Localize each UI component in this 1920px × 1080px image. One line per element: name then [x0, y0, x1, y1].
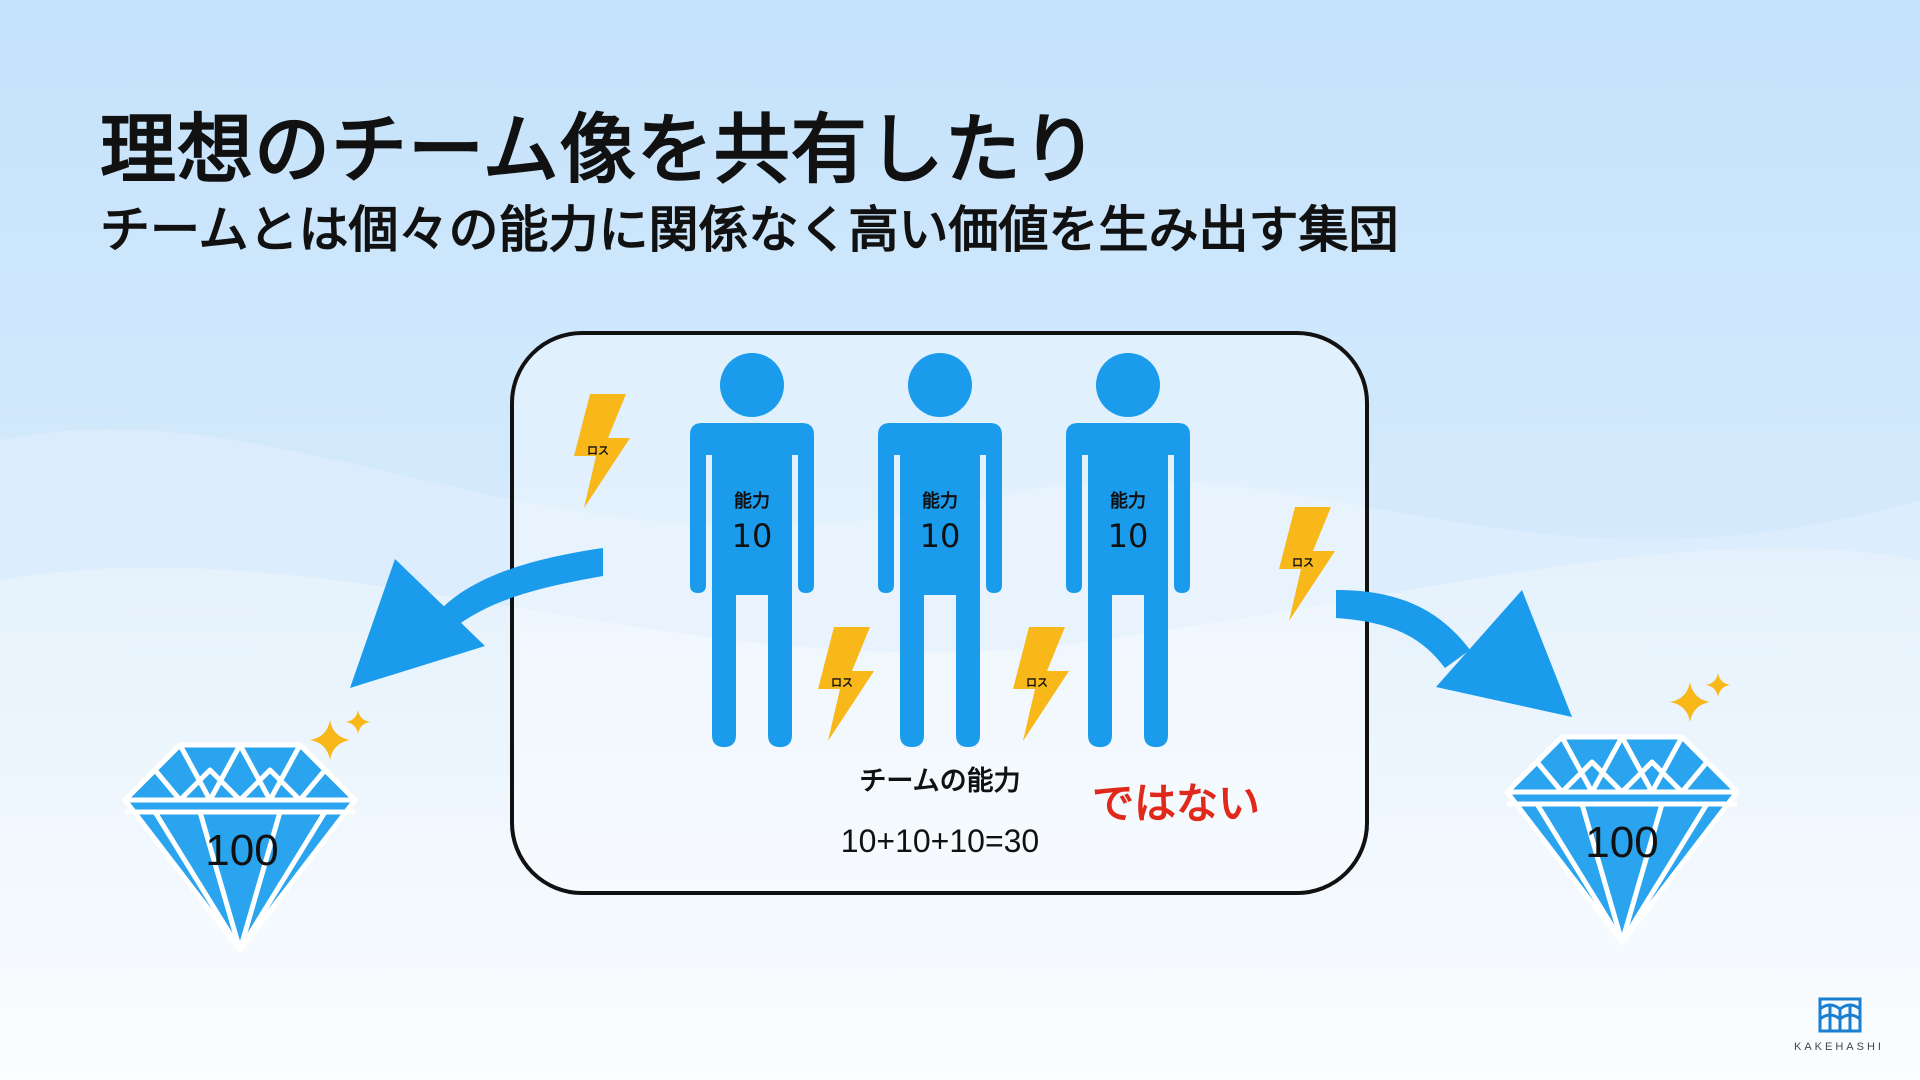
left-arrow — [350, 548, 603, 688]
loss-label: ロス — [1292, 556, 1314, 569]
sparkle-icon — [310, 710, 370, 760]
logo-text: KAKEHASHI — [1794, 1041, 1884, 1053]
slide-subtitle: チームとは個々の能力に関係なく高い価値を生み出す集団 — [100, 201, 1399, 259]
person-3-ability-value: 10 — [1108, 517, 1149, 555]
left-diamond-value: 100 — [205, 826, 278, 875]
slide-title: 理想のチーム像を共有したり — [100, 105, 1099, 194]
negation-text: ではない — [1092, 779, 1260, 828]
person-3-ability-label: 能力 — [1110, 490, 1146, 512]
right-diamond-value: 100 — [1585, 818, 1658, 867]
person-1-ability-label: 能力 — [734, 490, 770, 512]
person-2-ability-label: 能力 — [922, 490, 958, 512]
loss-label: ロス — [831, 676, 853, 689]
person-1-ability-value: 10 — [732, 517, 773, 555]
kakehashi-logo-icon — [1818, 997, 1862, 1033]
team-ability-equation: 10+10+10=30 — [841, 823, 1039, 859]
loss-label: ロス — [587, 444, 609, 457]
team-ability-label: チームの能力 — [859, 765, 1020, 797]
person-2-ability-value: 10 — [920, 517, 961, 555]
right-arrow — [1336, 590, 1572, 717]
sparkle-icon — [1670, 673, 1730, 722]
loss-label: ロス — [1026, 676, 1048, 689]
